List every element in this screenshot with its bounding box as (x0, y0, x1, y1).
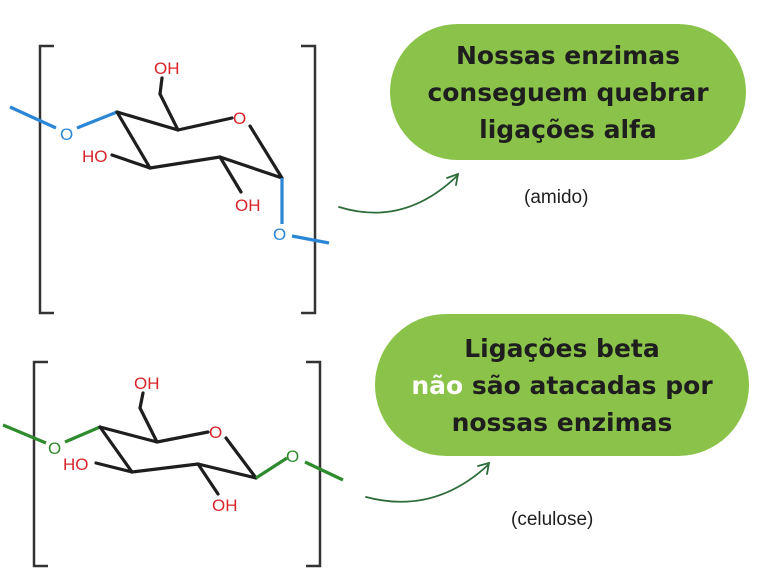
highlight-nao: não (411, 370, 464, 400)
right-bracket-top (301, 44, 317, 315)
callout-beta: Ligações beta não são atacadas por nossa… (375, 314, 749, 456)
oh-bottom-top: OH (235, 196, 261, 215)
hydroxymethyl-oh-top: OH (154, 59, 180, 78)
oh-bottom-bottom: OH (212, 496, 238, 515)
callout-alpha-line3: ligações alfa (479, 114, 657, 144)
ring-oxygen-top: O (233, 109, 246, 128)
link-oxygen-left: O (60, 125, 73, 144)
callout-beta-line1: Ligações beta (464, 333, 660, 363)
left-bracket-top (38, 44, 54, 315)
curved-arrow-icon (365, 461, 491, 503)
link-oxygen-right: O (273, 225, 286, 244)
caption-amido: (amido) (524, 187, 589, 208)
callout-alpha-line2: conseguem quebrar (427, 77, 709, 107)
callout-beta-line2: não são atacadas por (411, 367, 712, 404)
callout-alpha-line1: Nossas enzimas (455, 40, 680, 70)
caption-celulose: (celulose) (511, 509, 594, 530)
beta-glucose-unit: O O OH HO OH O (2, 360, 344, 568)
link-oxygen-left-bottom: O (48, 439, 61, 458)
ho-label-top: HO (82, 147, 108, 166)
callout-alpha: Nossas enzimas conseguem quebrar ligaçõe… (390, 24, 746, 160)
curved-arrow-icon (338, 172, 460, 214)
callout-beta-line2-rest: são atacadas por (463, 370, 713, 400)
left-bracket-bottom (32, 360, 48, 568)
link-oxygen-right-bottom: O (286, 447, 299, 466)
hydroxymethyl-oh-bottom: OH (134, 374, 160, 393)
ho-label-bottom: HO (63, 455, 89, 474)
callout-beta-line3: nossas enzimas (451, 407, 673, 437)
right-bracket-bottom (306, 360, 322, 568)
ring-oxygen-bottom: O (209, 423, 222, 442)
alpha-glucose-unit: O O OH HO OH O (9, 44, 330, 315)
